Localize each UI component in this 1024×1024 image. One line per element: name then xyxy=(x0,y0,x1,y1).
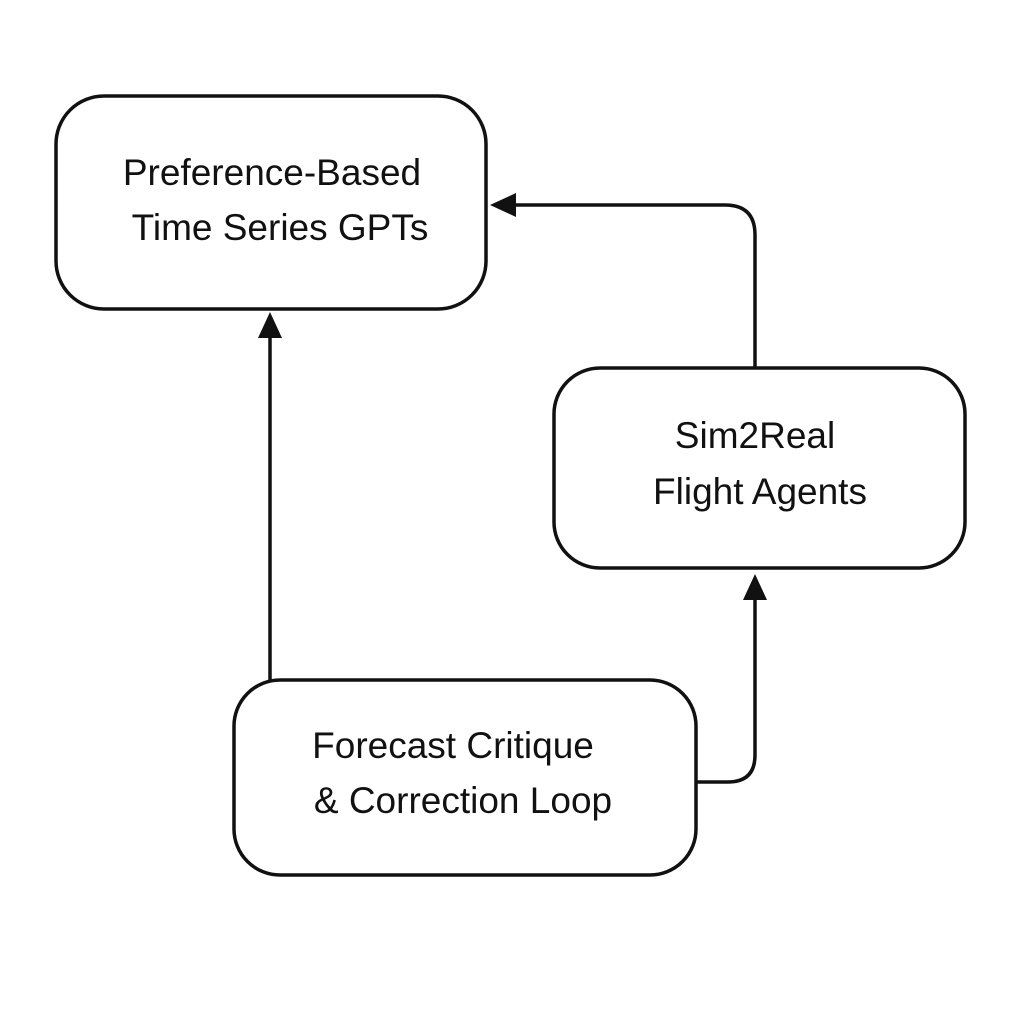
node-sim2real: Sim2Real Flight Agents xyxy=(552,366,967,570)
node-forecast-loop: Forecast Critique & Correction Loop xyxy=(232,678,698,877)
node-preference-gpts: Preference-Based Time Series GPTs xyxy=(54,94,488,311)
edge-forecast-to-sim2real xyxy=(696,596,757,784)
edge-sim2real-to-preference xyxy=(512,203,757,368)
edges xyxy=(258,193,767,784)
arrow-head-preference-right xyxy=(490,193,516,217)
node-label-line-1: Sim2Real xyxy=(675,415,835,456)
node-label-line-2: Time Series GPTs xyxy=(132,207,429,248)
node-box xyxy=(232,678,698,877)
node-label-line-1: Forecast Critique xyxy=(312,725,594,766)
arrow-head-sim2real-bottom xyxy=(743,574,767,600)
node-label-line-2: Flight Agents xyxy=(653,471,867,512)
arrow-head-preference-bottom xyxy=(258,312,282,338)
node-label-line-2: & Correction Loop xyxy=(314,780,612,821)
node-box xyxy=(54,94,488,311)
node-label-line-1: Preference-Based xyxy=(123,152,421,193)
node-box xyxy=(552,366,967,570)
